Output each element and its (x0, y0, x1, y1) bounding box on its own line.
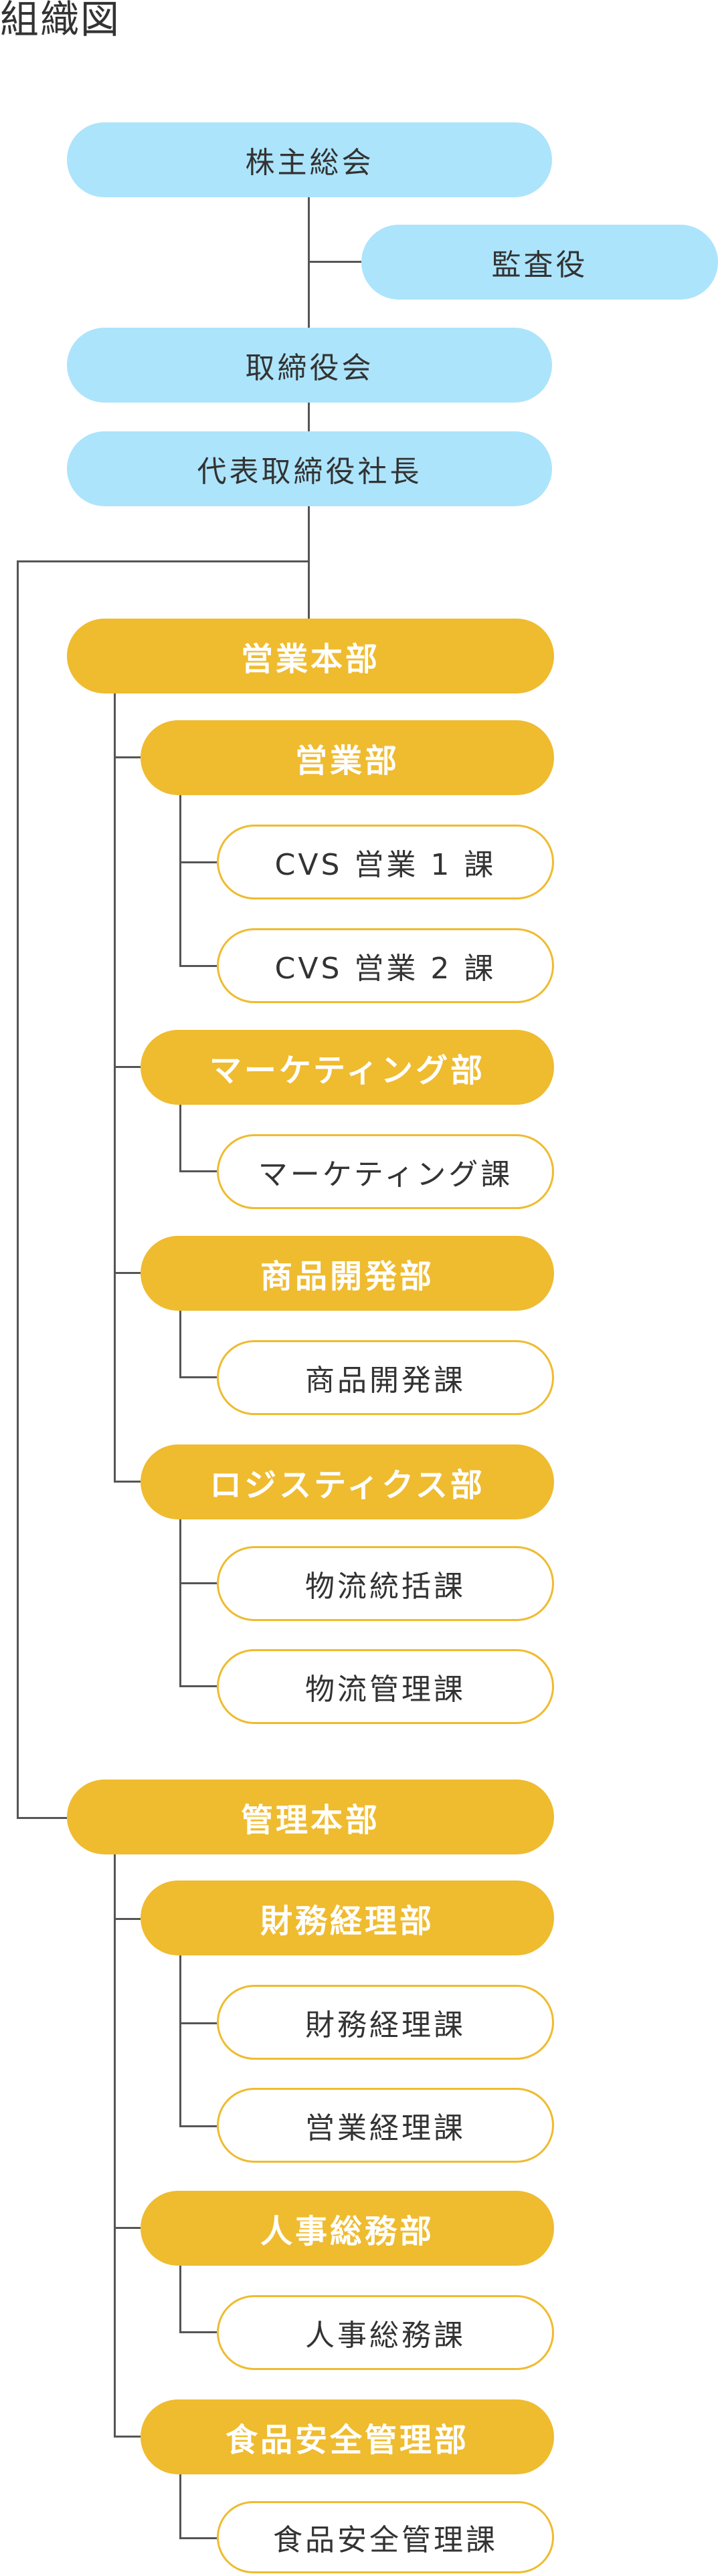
department-box: 食品安全管理部 (141, 2399, 554, 2474)
connector-line (179, 861, 217, 863)
connector-line (179, 965, 217, 967)
board-of-directors-box: 取締役会 (67, 328, 552, 403)
connector-line (308, 187, 310, 328)
connector-line (114, 1272, 141, 1274)
section-box: CVS 営業 1 課 (217, 825, 554, 899)
connector-line (179, 1170, 217, 1172)
section-box: マーケティング課 (217, 1134, 554, 1209)
section-box: 人事総務課 (217, 2295, 554, 2370)
connector-line (179, 2473, 181, 2539)
auditor-box: 監査役 (361, 225, 718, 300)
page-title: 組織図 (0, 0, 121, 42)
connector-line (114, 1918, 141, 1920)
section-box: 物流統括課 (217, 1546, 554, 1621)
connector-line (179, 1582, 217, 1584)
connector-line (179, 1103, 181, 1172)
section-box: 財務経理課 (217, 1985, 554, 2060)
connector-line (179, 2264, 181, 2333)
connector-line (308, 261, 361, 263)
connector-line (17, 560, 310, 562)
connector-line (179, 1685, 217, 1687)
connector-line (179, 1309, 181, 1378)
shareholders-meeting-box: 株主総会 (67, 122, 552, 197)
department-box: マーケティング部 (141, 1030, 554, 1105)
section-box: CVS 営業 2 課 (217, 928, 554, 1003)
department-box: 人事総務部 (141, 2191, 554, 2266)
connector-line (114, 1481, 141, 1483)
department-box: 財務経理部 (141, 1881, 554, 1955)
connector-line (179, 1518, 181, 1687)
connector-line (114, 2436, 141, 2438)
connector-line (179, 794, 181, 967)
section-box: 商品開発課 (217, 1340, 554, 1415)
connector-line (17, 1817, 67, 1819)
ceo-box: 代表取締役社長 (67, 431, 552, 506)
connector-line (179, 2125, 217, 2127)
connector-line (179, 1376, 217, 1378)
section-box: 食品安全管理課 (217, 2501, 554, 2573)
division-box: 営業本部 (67, 619, 554, 693)
section-box: 営業経理課 (217, 2088, 554, 2163)
connector-line (114, 692, 116, 1483)
connector-line (114, 1853, 116, 2438)
connector-line (114, 2227, 141, 2229)
division-box: 管理本部 (67, 1780, 554, 1854)
connector-line (114, 1066, 141, 1068)
connector-line (179, 2537, 217, 2539)
connector-line (179, 2331, 217, 2333)
connector-line (17, 560, 19, 1819)
department-box: 商品開発部 (141, 1236, 554, 1311)
section-box: 物流管理課 (217, 1649, 554, 1724)
department-box: 営業部 (141, 720, 554, 795)
connector-line (179, 1954, 181, 2127)
connector-line (308, 401, 310, 431)
connector-line (179, 2022, 217, 2024)
department-box: ロジスティクス部 (141, 1444, 554, 1519)
connector-line (114, 756, 141, 758)
